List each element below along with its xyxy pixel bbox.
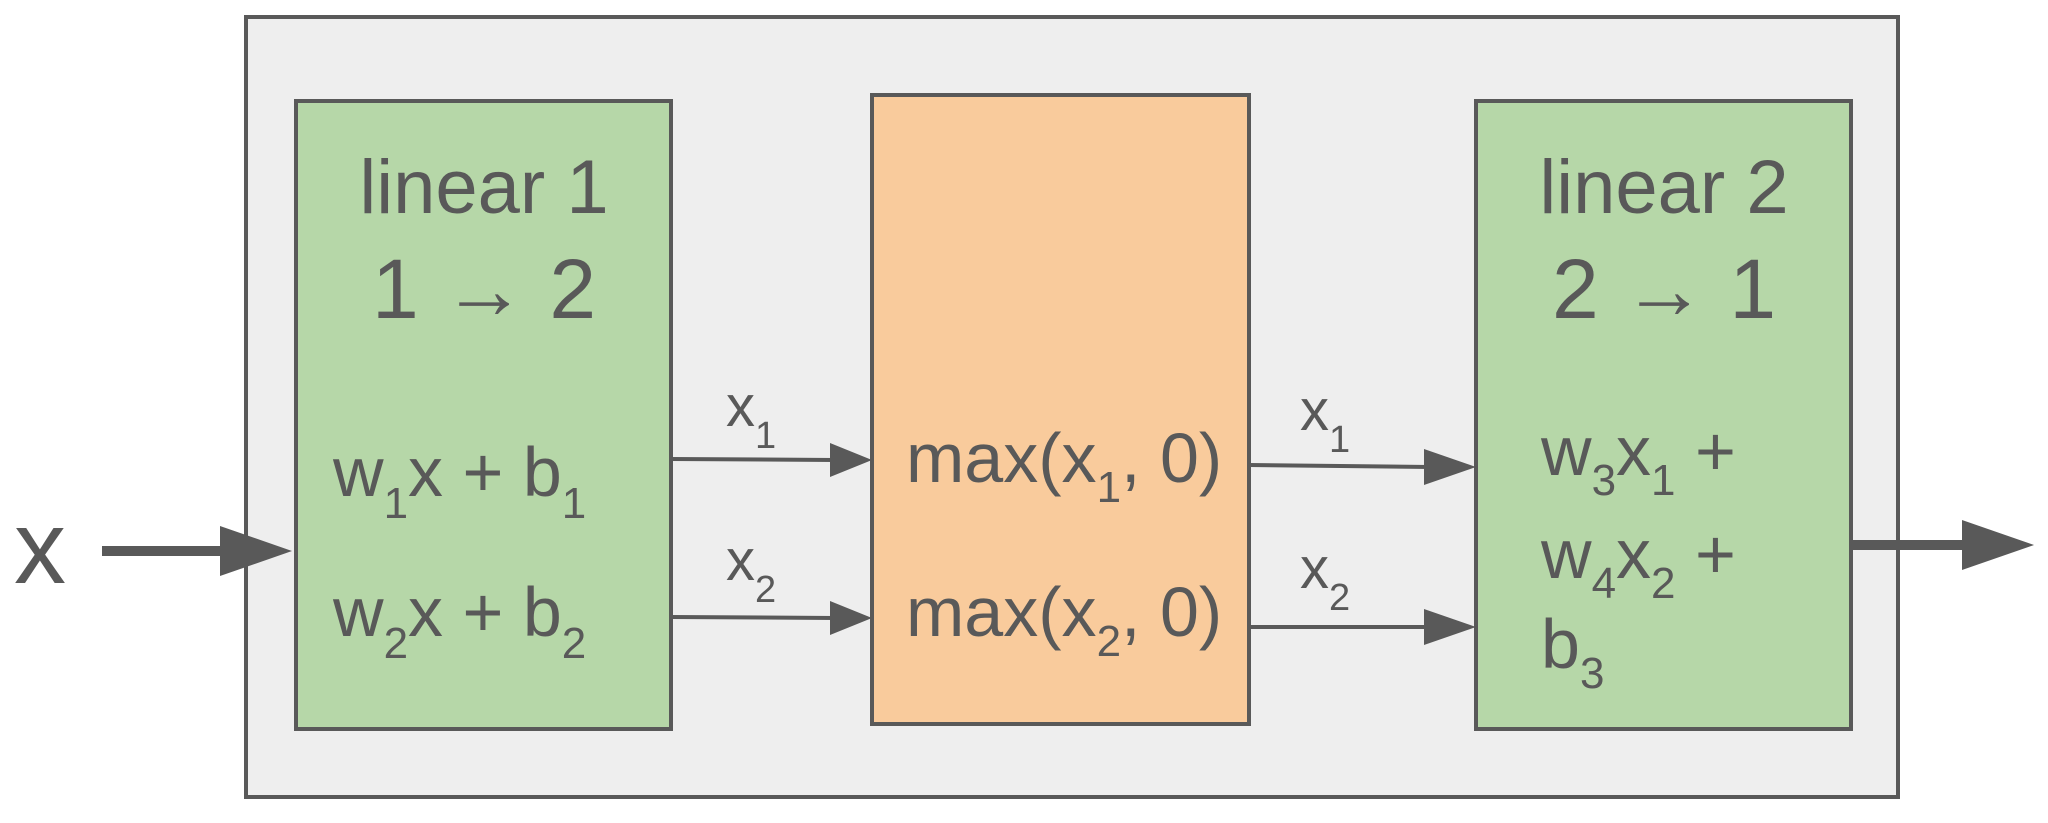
edge-label-x1-left: x1 [726,374,776,457]
input-label: x [14,490,66,606]
output-arrow [1851,520,2034,570]
relu-box [870,93,1251,726]
edge-x2-right [1249,609,1476,645]
edge-label-x2-right: x2 [1300,536,1350,619]
linear2-line3: b3 [1541,605,1604,698]
linear1-dims: 1 → 2 [372,242,596,336]
edge-label-x1-right: x1 [1300,378,1350,461]
linear1-title: linear 1 [359,145,608,230]
linear2-title: linear 2 [1539,145,1788,230]
linear2-line1: w3x1 + [1540,412,1736,505]
linear1-box [294,99,673,731]
linear1-eq1: w1x + b1 [332,433,586,528]
edge-label-x2-left: x2 [726,528,776,611]
linear2-line2: w4x2 + [1540,515,1736,608]
relu-row2: max(x2, 0) [906,573,1222,666]
edge-x1-left [670,443,872,477]
linear1-eq2: w2x + b2 [332,573,586,668]
linear2-block: linear 2 2 → 1 w3x1 + w4x2 + b3 [1474,99,1853,731]
relu-row1: max(x1, 0) [906,419,1222,512]
linear2-dims: 2 → 1 [1552,242,1776,336]
linear1-block: linear 1 1 → 2 w1x + b1 w2x + b2 [294,99,673,731]
edge-x1-right [1248,449,1476,485]
relu-block: max(x1, 0) max(x2, 0) [870,93,1251,726]
edge-x2-left [670,601,872,635]
linear2-box [1474,99,1853,731]
input-arrow [102,526,292,576]
